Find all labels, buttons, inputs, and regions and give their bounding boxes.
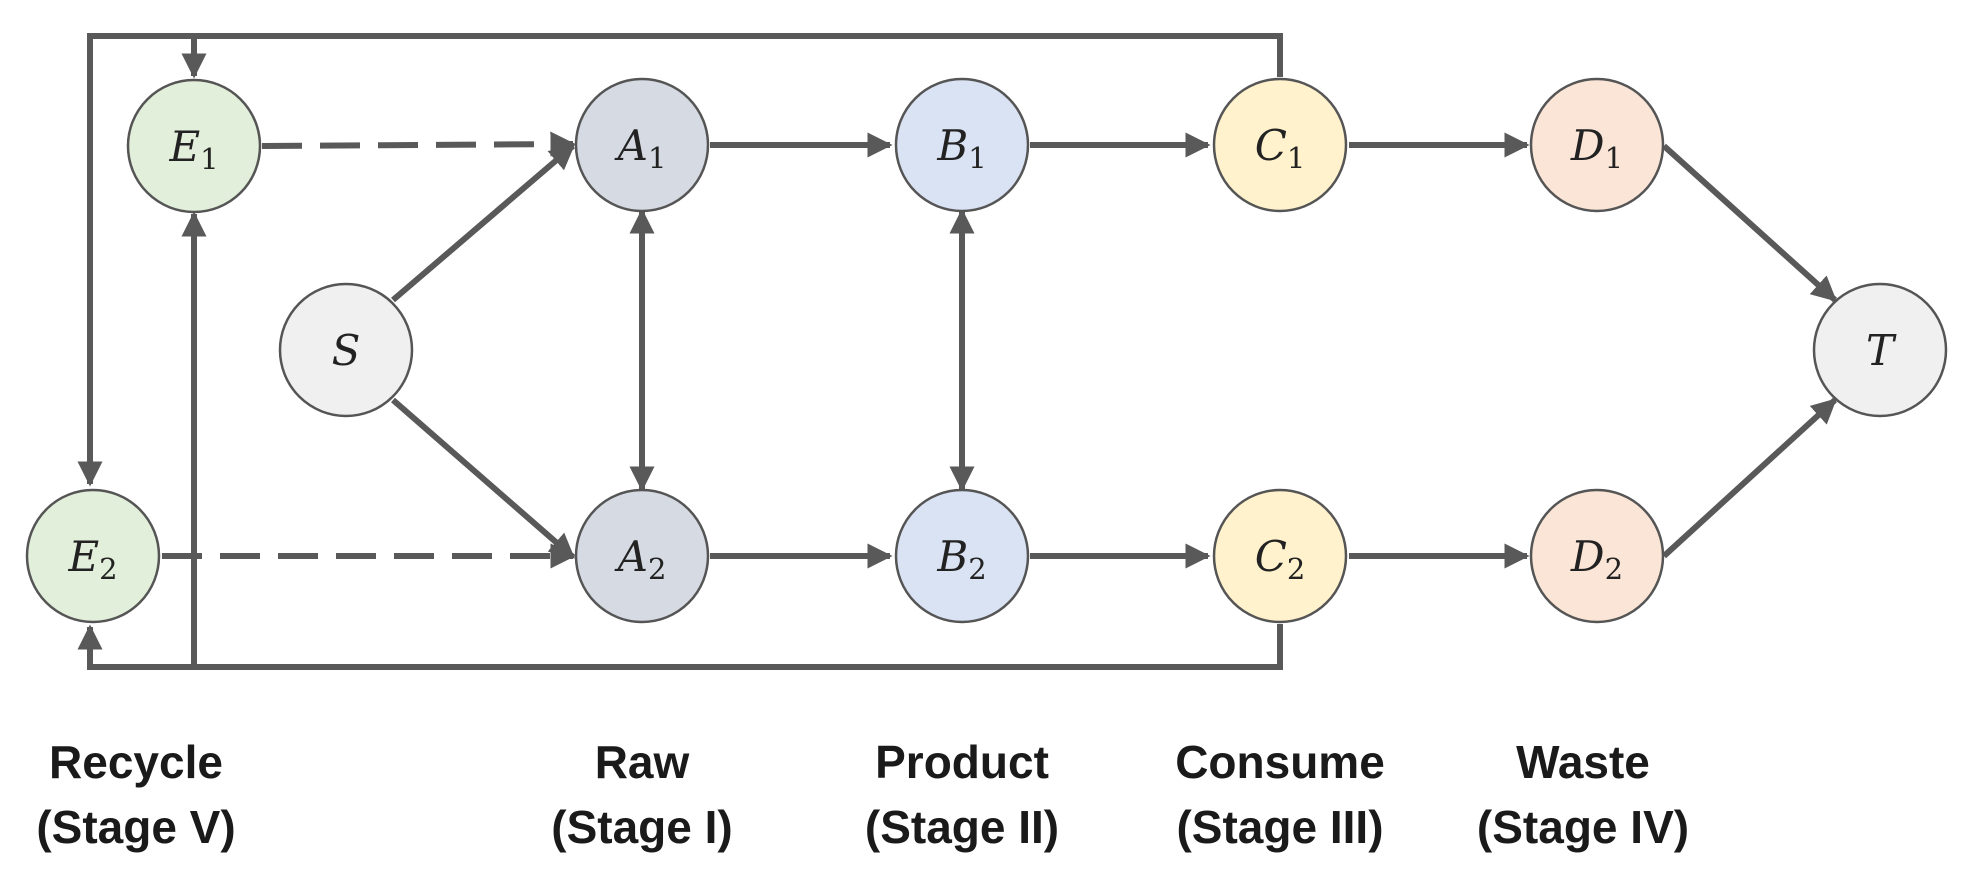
- node-a1: A1: [574, 77, 710, 213]
- node-e1-circle: [126, 78, 262, 214]
- node-d1: D1: [1529, 77, 1665, 213]
- stage-consume-stage: (Stage III): [1176, 801, 1383, 853]
- node-c2-label: C2: [1255, 532, 1306, 586]
- edge-d1-t: [1661, 143, 1838, 303]
- stage-raw: Raw (Stage I): [551, 736, 732, 853]
- stage-raw-name: Raw: [595, 736, 690, 788]
- stage-consume-name: Consume: [1175, 736, 1385, 788]
- node-d1-circle: [1529, 77, 1665, 213]
- stage-waste: Waste (Stage IV): [1477, 736, 1689, 853]
- stage-product-stage: (Stage II): [865, 801, 1059, 853]
- node-t: T: [1812, 282, 1948, 418]
- node-d2: D2: [1529, 488, 1665, 624]
- node-a1-circle: [574, 77, 710, 213]
- node-a2-label: A2: [614, 532, 667, 586]
- node-c2-circle: [1212, 488, 1348, 624]
- node-b1-label: B1: [936, 121, 986, 175]
- node-c1-label: C1: [1255, 121, 1306, 175]
- edge-s-a1: [391, 143, 575, 303]
- stage-product: Product (Stage II): [865, 736, 1059, 853]
- node-d1-label: D1: [1570, 121, 1623, 175]
- node-e2: E2: [25, 488, 161, 624]
- stage-recycle-stage: (Stage V): [36, 801, 235, 853]
- stage-raw-stage: (Stage I): [551, 801, 732, 853]
- node-c1: C1: [1212, 77, 1348, 213]
- node-b1-circle: [894, 77, 1030, 213]
- stage-labels: Recycle (Stage V) Raw (Stage I) Product …: [36, 736, 1689, 853]
- stage-product-name: Product: [875, 736, 1049, 788]
- node-b2-circle: [894, 488, 1030, 624]
- node-a2-circle: [574, 488, 710, 624]
- edge-c2-bottom-loop: [77, 624, 1283, 670]
- node-e1: E1: [126, 78, 262, 214]
- stage-recycle: Recycle (Stage V): [36, 736, 235, 853]
- node-d2-circle: [1529, 488, 1665, 624]
- node-t-circle: [1812, 282, 1948, 418]
- edge-d2-t: [1661, 397, 1838, 559]
- node-e2-circle: [25, 488, 161, 624]
- node-a1-label: A1: [614, 121, 667, 175]
- node-d2-label: D2: [1570, 532, 1623, 586]
- nodes: E1 E2 S A1 A2 B1 B2: [25, 77, 1948, 624]
- node-s: S: [278, 282, 414, 418]
- node-e2-label: E2: [67, 532, 117, 586]
- edge-c1-top-loop: [77, 33, 1283, 487]
- node-b1: B1: [894, 77, 1030, 213]
- node-c2: C2: [1212, 488, 1348, 624]
- stage-waste-stage: (Stage IV): [1477, 801, 1689, 853]
- node-c1-circle: [1212, 77, 1348, 213]
- edges: [77, 33, 1838, 670]
- stage-waste-name: Waste: [1516, 736, 1650, 788]
- node-e1-label: E1: [168, 122, 218, 176]
- node-s-label: S: [332, 326, 361, 375]
- node-a2: A2: [574, 488, 710, 624]
- node-s-circle: [278, 282, 414, 418]
- node-b2: B2: [894, 488, 1030, 624]
- stage-recycle-name: Recycle: [49, 736, 223, 788]
- edge-s-a2: [391, 397, 575, 560]
- node-b2-label: B2: [936, 532, 986, 586]
- stage-consume: Consume (Stage III): [1175, 736, 1385, 853]
- edge-e1-a1-dashed: [261, 131, 576, 157]
- node-t-label: T: [1866, 326, 1897, 375]
